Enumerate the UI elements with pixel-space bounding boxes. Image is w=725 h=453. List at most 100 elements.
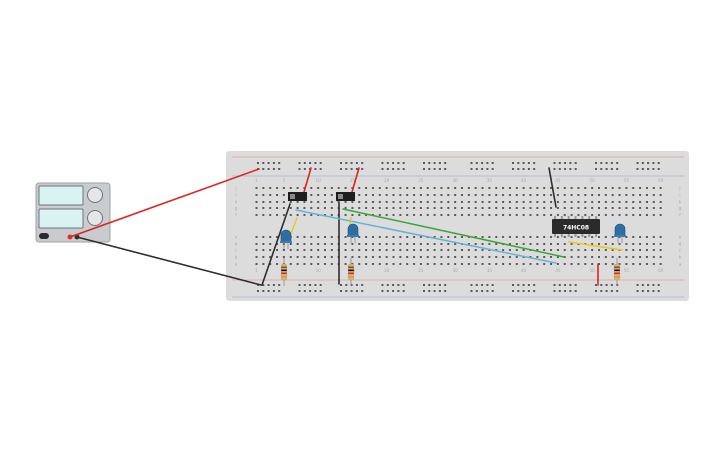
terminal-hole[interactable] (632, 194, 635, 196)
terminal-hole[interactable] (461, 256, 463, 258)
terminal-hole[interactable] (515, 194, 518, 196)
terminal-hole[interactable] (529, 256, 532, 258)
rail-hole[interactable] (475, 290, 478, 292)
terminal-hole[interactable] (392, 236, 395, 238)
terminal-hole[interactable] (563, 249, 566, 251)
terminal-hole[interactable] (536, 207, 539, 209)
rail-hole[interactable] (345, 290, 348, 292)
terminal-hole[interactable] (577, 214, 580, 216)
terminal-hole[interactable] (262, 207, 265, 209)
terminal-hole[interactable] (365, 194, 368, 196)
rail-hole[interactable] (486, 290, 489, 292)
terminal-hole[interactable] (563, 207, 566, 209)
terminal-hole[interactable] (365, 201, 368, 203)
terminal-hole[interactable] (365, 263, 368, 265)
rail-hole[interactable] (553, 284, 556, 286)
rail-hole[interactable] (423, 168, 425, 170)
rail-hole[interactable] (303, 162, 306, 164)
terminal-hole[interactable] (262, 236, 265, 238)
terminal-hole[interactable] (577, 263, 580, 265)
rail-hole[interactable] (486, 162, 489, 164)
rail-hole[interactable] (647, 168, 650, 170)
terminal-hole[interactable] (481, 187, 484, 189)
terminal-hole[interactable] (454, 243, 457, 245)
terminal-hole[interactable] (543, 207, 546, 209)
rail-hole[interactable] (470, 162, 473, 164)
terminal-hole[interactable] (296, 201, 299, 203)
terminal-hole[interactable] (632, 201, 635, 203)
terminal-hole[interactable] (543, 256, 546, 258)
terminal-hole[interactable] (611, 187, 614, 189)
rail-hole[interactable] (433, 284, 436, 286)
rail-hole[interactable] (574, 290, 577, 292)
terminal-hole[interactable] (522, 249, 525, 251)
terminal-hole[interactable] (467, 263, 470, 265)
terminal-hole[interactable] (632, 187, 635, 189)
rail-hole[interactable] (605, 162, 608, 164)
rail-hole[interactable] (641, 290, 644, 292)
terminal-hole[interactable] (598, 214, 600, 216)
resistor-3[interactable] (614, 258, 621, 286)
terminal-hole[interactable] (378, 243, 381, 245)
terminal-hole[interactable] (584, 187, 587, 189)
rail-hole[interactable] (386, 284, 389, 286)
terminal-hole[interactable] (454, 214, 457, 216)
terminal-hole[interactable] (625, 207, 628, 209)
rail-hole[interactable] (522, 168, 525, 170)
terminal-hole[interactable] (618, 263, 621, 265)
terminal-hole[interactable] (310, 214, 313, 216)
terminal-hole[interactable] (543, 187, 546, 189)
rail-hole[interactable] (595, 168, 597, 170)
rail-hole[interactable] (558, 290, 561, 292)
terminal-hole[interactable] (645, 236, 648, 238)
terminal-hole[interactable] (426, 256, 429, 258)
terminal-hole[interactable] (461, 214, 463, 216)
rail-hole[interactable] (340, 284, 342, 286)
terminal-hole[interactable] (598, 187, 600, 189)
terminal-hole[interactable] (488, 201, 491, 203)
rail-hole[interactable] (319, 162, 322, 164)
terminal-hole[interactable] (495, 207, 498, 209)
terminal-hole[interactable] (276, 263, 279, 265)
terminal-hole[interactable] (378, 201, 381, 203)
terminal-hole[interactable] (262, 243, 265, 245)
rail-hole[interactable] (558, 162, 561, 164)
terminal-hole[interactable] (467, 194, 470, 196)
terminal-hole[interactable] (598, 256, 600, 258)
terminal-hole[interactable] (604, 263, 607, 265)
terminal-hole[interactable] (324, 214, 326, 216)
rail-hole[interactable] (595, 290, 597, 292)
terminal-hole[interactable] (413, 214, 416, 216)
terminal-hole[interactable] (591, 243, 594, 245)
terminal-hole[interactable] (598, 194, 600, 196)
terminal-hole[interactable] (413, 207, 416, 209)
rail-hole[interactable] (397, 162, 400, 164)
rail-hole[interactable] (481, 290, 484, 292)
terminal-hole[interactable] (324, 256, 326, 258)
rail-hole[interactable] (428, 290, 431, 292)
rail-hole[interactable] (595, 284, 597, 286)
rail-hole[interactable] (610, 168, 613, 170)
terminal-hole[interactable] (255, 256, 258, 258)
terminal-hole[interactable] (481, 256, 484, 258)
terminal-hole[interactable] (474, 194, 477, 196)
terminal-hole[interactable] (440, 263, 443, 265)
terminal-hole[interactable] (652, 236, 655, 238)
terminal-hole[interactable] (317, 194, 320, 196)
terminal-hole[interactable] (502, 187, 505, 189)
terminal-hole[interactable] (330, 256, 333, 258)
terminal-hole[interactable] (282, 194, 285, 196)
terminal-hole[interactable] (508, 201, 511, 203)
terminal-hole[interactable] (529, 187, 532, 189)
terminal-hole[interactable] (385, 249, 388, 251)
terminal-hole[interactable] (365, 187, 368, 189)
terminal-hole[interactable] (639, 263, 642, 265)
rail-hole[interactable] (319, 290, 322, 292)
terminal-hole[interactable] (276, 236, 279, 238)
terminal-hole[interactable] (625, 243, 628, 245)
terminal-hole[interactable] (447, 243, 450, 245)
terminal-hole[interactable] (433, 236, 436, 238)
rail-hole[interactable] (512, 284, 514, 286)
rail-hole[interactable] (647, 284, 650, 286)
rail-hole[interactable] (309, 284, 312, 286)
